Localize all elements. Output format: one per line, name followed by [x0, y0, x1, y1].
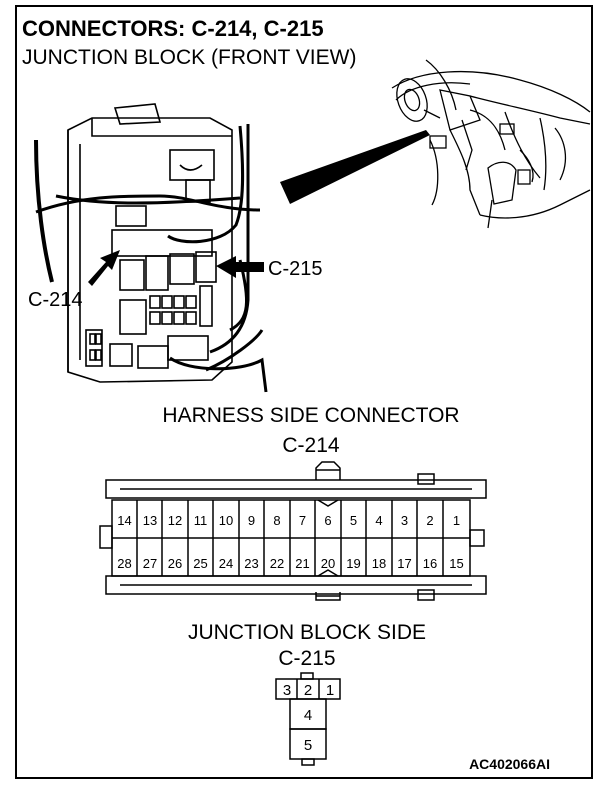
pin-label: 18	[372, 556, 386, 571]
pin-label: 12	[168, 513, 182, 528]
page-title: CONNECTORS: C-214, C-215	[22, 16, 324, 41]
pin-label: 4	[375, 513, 382, 528]
pin-label: 9	[248, 513, 255, 528]
pin-label: 3	[283, 682, 291, 699]
harness-top-pins: 14 13 12 11 10 9 8 7 6 5 4 3 2 1	[117, 513, 460, 528]
pin-label: 8	[273, 513, 280, 528]
pin-label: 1	[453, 513, 460, 528]
pin-label: 7	[299, 513, 306, 528]
pin-label: 14	[117, 513, 131, 528]
c214-arrow	[88, 250, 120, 286]
pin-label: 13	[143, 513, 157, 528]
pin-label: 25	[193, 556, 207, 571]
pin-label: 10	[219, 513, 233, 528]
page-border	[15, 5, 593, 779]
pin-label: 6	[324, 513, 331, 528]
figure-code: AC402066AI	[469, 756, 550, 772]
pin-label: 24	[219, 556, 233, 571]
pin-label: 19	[346, 556, 360, 571]
c214-callout: C-214	[28, 289, 82, 311]
pin-label: 3	[401, 513, 408, 528]
pin-label: 20	[321, 556, 335, 571]
pin-label: 21	[295, 556, 309, 571]
pin-label: 11	[194, 513, 208, 528]
pin-label: 17	[397, 556, 411, 571]
pin-label: 2	[426, 513, 433, 528]
junction-block-illustration	[34, 103, 268, 393]
pin-label: 1	[326, 682, 334, 699]
pin-label: 28	[117, 556, 131, 571]
page-subtitle: JUNCTION BLOCK (FRONT VIEW)	[22, 46, 356, 69]
junction-connector-c215	[275, 672, 341, 766]
harness-heading: HARNESS SIDE CONNECTOR	[162, 404, 459, 427]
pin-label: 22	[270, 556, 284, 571]
junction-heading: JUNCTION BLOCK SIDE	[188, 621, 426, 644]
pin-label: 5	[304, 737, 312, 754]
pin-label: 16	[423, 556, 437, 571]
pin-label: 23	[244, 556, 258, 571]
harness-connector-id: C-214	[282, 434, 340, 457]
c215-callout: C-215	[268, 258, 322, 280]
pin-label: 15	[449, 556, 463, 571]
junction-pins: 3 2 1 4 5	[283, 682, 334, 754]
harness-connector-c214	[99, 461, 487, 601]
pointer-arrow	[280, 130, 430, 204]
junction-connector-id: C-215	[278, 647, 335, 670]
dashboard-illustration	[391, 59, 591, 229]
pin-label: 27	[143, 556, 157, 571]
pin-label: 5	[350, 513, 357, 528]
c215-arrow	[216, 256, 264, 278]
pin-label: 4	[304, 707, 312, 724]
harness-bottom-pins: 28 27 26 25 24 23 22 21 20 19 18 17 16 1…	[117, 556, 463, 571]
pin-label: 26	[168, 556, 182, 571]
pin-label: 2	[304, 682, 312, 699]
